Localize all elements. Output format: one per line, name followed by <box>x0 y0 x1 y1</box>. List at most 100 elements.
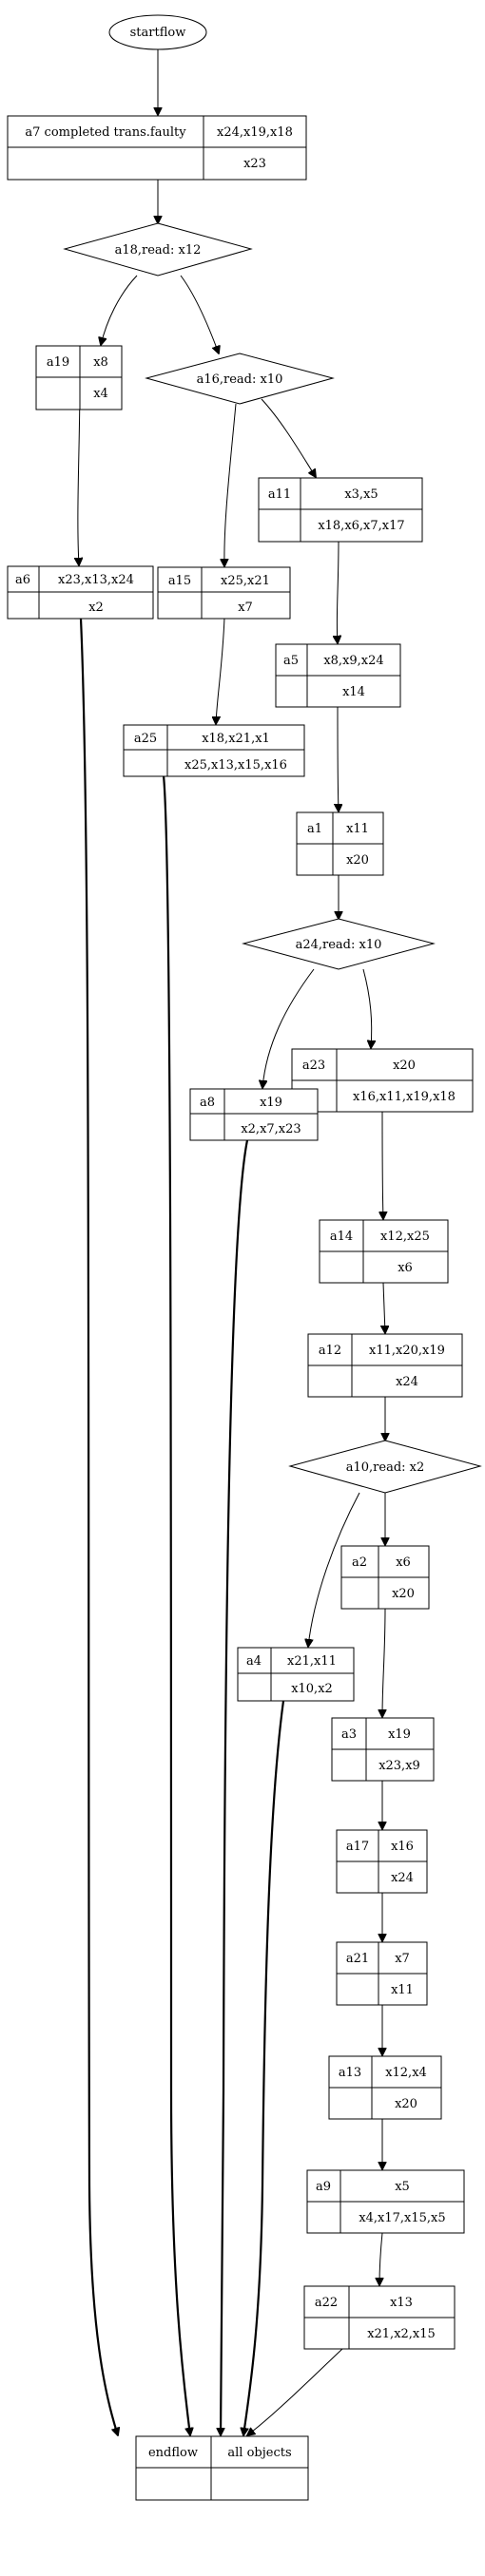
edge-a4-end <box>243 1700 285 2435</box>
decision-label: a10,read: x2 <box>346 1460 425 1475</box>
node-a4: a4 x21,x11 x10,x2 <box>237 1647 355 1702</box>
node-extra: x20 <box>392 1587 415 1601</box>
node-a8: a8 x19 x2,x7,x23 <box>189 1088 319 1141</box>
node-name: a8 <box>200 1096 215 1110</box>
decision-d16: a16,read: x10 <box>145 353 335 405</box>
node-name: a6 <box>15 573 30 587</box>
edge-d16-a15 <box>224 403 237 566</box>
node-writes: x12,x25 <box>380 1230 430 1244</box>
node-writes: x24,x19,x18 <box>217 125 293 140</box>
node-a19: a19 x8 x4 <box>35 345 123 410</box>
node-name: a7 completed trans.faulty <box>25 125 186 140</box>
start-ellipse <box>108 14 207 50</box>
node-extra: x20 <box>395 2097 417 2111</box>
decision-d18: a18,read: x12 <box>63 222 253 277</box>
node-extra: x2,x7,x23 <box>241 1122 301 1136</box>
decision-d24: a24,read: x10 <box>242 918 436 970</box>
node-a22: a22 x13 x21,x2,x15 <box>303 2285 456 2350</box>
node-extra: x6 <box>398 1261 413 1275</box>
node-name: a9 <box>316 2180 331 2194</box>
edge-d10-a4 <box>308 1492 360 1647</box>
edge-d16-a11 <box>261 398 316 477</box>
edge-a23-a14 <box>382 1111 383 1219</box>
node-a9: a9 x5 x4,x17,x15,x5 <box>306 2169 465 2234</box>
node-name: a25 <box>134 732 157 746</box>
node-name: a13 <box>339 2066 361 2080</box>
node-extra: x23,x9 <box>378 1759 420 1773</box>
node-extra: x20 <box>346 853 369 868</box>
node-writes: x13 <box>390 2296 413 2310</box>
edge-a8-end <box>221 1139 249 2435</box>
end-right-label: all objects <box>227 2446 291 2460</box>
node-extra: x4 <box>93 387 108 401</box>
node-name: a14 <box>330 1230 353 1244</box>
node-writes: x6 <box>396 1555 411 1570</box>
node-writes: x11 <box>346 822 369 836</box>
decision-label: a24,read: x10 <box>296 938 382 952</box>
node-name: a2 <box>352 1555 367 1570</box>
node-writes: x21,x11 <box>287 1654 337 1669</box>
node-writes: x20 <box>393 1059 416 1073</box>
edge-a14-a12 <box>383 1282 385 1333</box>
edge-a22-end <box>247 2348 343 2435</box>
node-writes: x19 <box>388 1727 411 1742</box>
end-left-label: endflow <box>148 2446 198 2460</box>
node-writes: x5 <box>395 2180 410 2194</box>
edges <box>78 49 385 2435</box>
node-writes: x11,x20,x19 <box>369 1344 445 1358</box>
node-writes: x7 <box>395 1952 410 1966</box>
node-a21: a21 x7 x11 <box>336 1941 428 2006</box>
edge-a6-end <box>79 618 118 2435</box>
node-a17: a17 x16 x24 <box>336 1829 428 1894</box>
node-name: a4 <box>246 1654 262 1669</box>
node-a23: a23 x20 x16,x11,x19,x18 <box>291 1048 474 1113</box>
node-name: a23 <box>302 1059 325 1073</box>
node-a6: a6 x23,x13,x24 x2 <box>7 565 154 620</box>
decision-label: a18,read: x12 <box>115 243 202 258</box>
node-extra: x24 <box>396 1375 418 1389</box>
edge-a11-a5 <box>337 540 339 643</box>
node-a11: a11 x3,x5 x18,x6,x7,x17 <box>258 477 423 543</box>
node-name: a5 <box>283 654 299 668</box>
start-label: startflow <box>130 26 186 40</box>
node-name: a19 <box>47 355 69 370</box>
edge-a9-a22 <box>379 2232 382 2285</box>
node-name: a12 <box>319 1344 341 1358</box>
node-a14: a14 x12,x25 x6 <box>319 1219 449 1284</box>
node-extra: x23 <box>243 157 266 171</box>
node-writes: x16 <box>391 1840 414 1854</box>
start-node: startflow <box>108 14 207 50</box>
edge-d24-a23 <box>362 968 372 1048</box>
node-writes: x8 <box>93 355 108 370</box>
node-extra: x4,x17,x15,x5 <box>359 2211 445 2225</box>
node-writes: x3,x5 <box>344 487 378 502</box>
node-a3: a3 x19 x23,x9 <box>331 1717 435 1782</box>
node-writes: x23,x13,x24 <box>58 573 134 587</box>
node-name: a11 <box>268 487 291 502</box>
node-a1: a1 x11 x20 <box>296 811 384 876</box>
node-writes: x19 <box>260 1096 282 1110</box>
node-name: a21 <box>346 1952 369 1966</box>
edge-a5-a1 <box>338 706 339 811</box>
edge-a15-a25 <box>216 617 225 724</box>
node-a5: a5 x8,x9,x24 x14 <box>275 643 401 708</box>
node-name: a3 <box>341 1727 357 1742</box>
node-a25: a25 x18,x21,x1 x25,x13,x15,x16 <box>123 724 305 777</box>
node-extra: x18,x6,x7,x17 <box>318 519 404 533</box>
edge-a25-end <box>162 774 190 2435</box>
node-extra: x2 <box>88 601 104 615</box>
node-name: a1 <box>307 822 322 836</box>
node-extra: x7 <box>238 601 253 615</box>
edge-a2-a3 <box>382 1608 385 1717</box>
node-extra: x24 <box>391 1871 414 1885</box>
node-extra: x10,x2 <box>291 1682 333 1696</box>
node-name: a15 <box>168 574 191 588</box>
node-writes: x8,x9,x24 <box>323 654 383 668</box>
node-extra: x25,x13,x15,x16 <box>184 758 287 773</box>
node-a7: a7 completed trans.faulty x24,x19,x18 x2… <box>7 115 307 181</box>
node-writes: x25,x21 <box>221 574 270 588</box>
node-a15: a15 x25,x21 x7 <box>157 566 291 620</box>
edge-d18-d16 <box>180 275 219 353</box>
decision-label: a16,read: x10 <box>197 372 283 387</box>
